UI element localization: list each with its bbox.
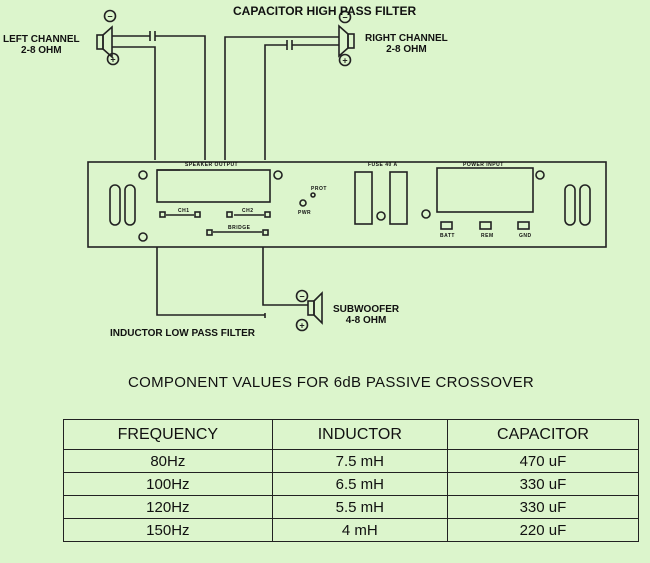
ch2-label: CH2 <box>242 208 254 214</box>
gnd-label: GND <box>519 233 532 239</box>
subwoofer-name: SUBWOOFER <box>333 304 400 315</box>
rem-label: REM <box>481 233 494 239</box>
cell-frequency: 120Hz <box>63 495 273 519</box>
left-capacitor-icon <box>149 31 156 41</box>
fuse-slot-1 <box>354 171 373 225</box>
right-channel-name: RIGHT CHANNEL <box>365 33 448 44</box>
table-row: 80Hz 7.5 mH 470 uF <box>63 449 640 473</box>
table-row: 100Hz 6.5 mH 330 uF <box>63 472 640 496</box>
inductor-filter-label: INDUCTOR LOW PASS FILTER <box>110 328 255 339</box>
header-frequency: FREQUENCY <box>63 419 273 450</box>
right-plus: + <box>342 56 347 66</box>
cell-inductor: 6.5 mH <box>271 472 448 496</box>
cell-capacitor: 330 uF <box>446 495 640 519</box>
left-channel-label: LEFT CHANNEL 2-8 OHM <box>3 34 80 56</box>
speaker-output-label: SPEAKER OUTPUT <box>185 162 239 168</box>
batt-label: BATT <box>440 233 455 239</box>
ch1-label: CH1 <box>178 208 190 214</box>
power-input-label: POWER INPUT <box>463 162 504 168</box>
cell-capacitor: 470 uF <box>446 449 640 473</box>
wire-sub-minus <box>156 247 265 316</box>
subwoofer-ohm: 4-8 OHM <box>345 315 387 326</box>
subwoofer-speaker-icon <box>307 291 323 325</box>
cell-frequency: 150Hz <box>63 518 273 542</box>
table-row: 150Hz 4 mH 220 uF <box>63 518 640 542</box>
cell-inductor: 7.5 mH <box>271 449 448 473</box>
header-inductor: INDUCTOR <box>271 419 448 450</box>
amplifier-panel <box>87 161 607 248</box>
table-header-row: FREQUENCY INDUCTOR CAPACITOR <box>63 419 640 450</box>
left-channel-name: LEFT CHANNEL <box>3 34 80 45</box>
bridge-label: BRIDGE <box>228 225 251 231</box>
crossover-table: FREQUENCY INDUCTOR CAPACITOR 80Hz 7.5 mH… <box>63 419 640 542</box>
right-capacitor-icon <box>286 40 293 50</box>
cell-inductor: 5.5 mH <box>271 495 448 519</box>
cell-frequency: 100Hz <box>63 472 273 496</box>
sub-plus: + <box>299 321 304 331</box>
left-speaker-icon <box>96 25 113 59</box>
power-input-terminal <box>436 167 534 213</box>
right-channel-label: RIGHT CHANNEL 2-8 OHM <box>365 33 448 55</box>
sub-minus: − <box>299 292 304 302</box>
subwoofer-label: SUBWOOFER 4-8 OHM <box>333 304 399 326</box>
right-speaker-icon <box>338 24 355 58</box>
prot-label: PROT <box>311 186 327 192</box>
left-channel-ohm: 2-8 OHM <box>21 45 62 56</box>
pwr-label: PWR <box>298 210 312 216</box>
table-row: 120Hz 5.5 mH 330 uF <box>63 495 640 519</box>
right-minus: − <box>342 13 347 23</box>
cell-capacitor: 220 uF <box>446 518 640 542</box>
left-plus: + <box>110 55 115 65</box>
fuse-label: FUSE 40 A <box>368 162 398 168</box>
speaker-output-terminal <box>156 169 271 203</box>
cell-inductor: 4 mH <box>271 518 448 542</box>
left-minus: − <box>107 12 112 22</box>
cell-frequency: 80Hz <box>63 449 273 473</box>
header-capacitor: CAPACITOR <box>446 419 640 450</box>
right-channel-ohm: 2-8 OHM <box>386 44 427 55</box>
cell-capacitor: 330 uF <box>446 472 640 496</box>
fuse-slot-2 <box>389 171 408 225</box>
capacitor-filter-title: CAPACITOR HIGH PASS FILTER <box>233 4 417 18</box>
table-title: COMPONENT VALUES FOR 6dB PASSIVE CROSSOV… <box>128 374 535 391</box>
